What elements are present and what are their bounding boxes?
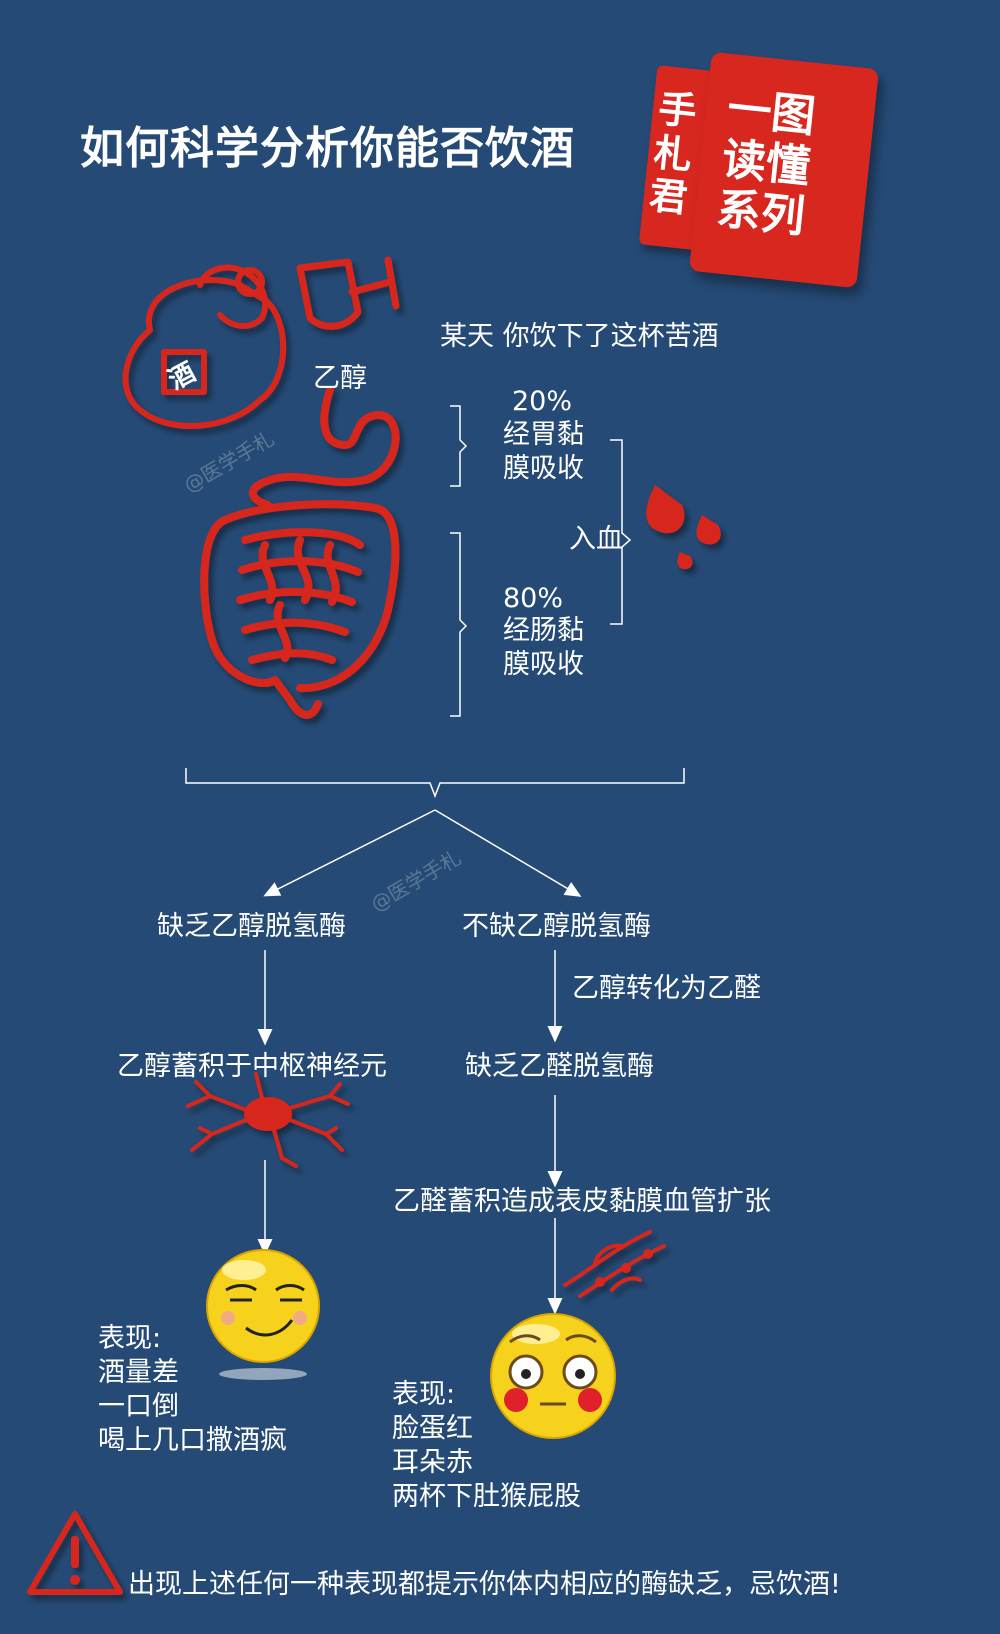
left-branch-step: 乙醇蓄积于中枢神经元 [117,1051,387,1082]
left-branch-title: 缺乏乙醇脱氢酶 [157,911,346,942]
right-branch-step2: 乙醛蓄积造成表皮黏膜血管扩张 [393,1186,771,1217]
warning-footer: 出现上述任何一种表现都提示你体内相应的酶缺乏，忌饮酒! [128,1569,841,1600]
arrow-to-right-branch [434,809,582,897]
stomach-absorption: 经胃黏 膜吸收 [503,419,584,484]
warning-icon [27,1511,123,1595]
intestine-absorption: 经肠黏 膜吸收 [503,615,584,680]
intro-text: 某天 你饮下了这杯苦酒 [440,321,719,352]
right-branch-title: 不缺乙醇脱氢酶 [462,911,651,942]
wine-glass-icon [296,256,400,330]
digestive-tract-icon [200,386,400,719]
page-title: 如何科学分析你能否饮酒 [80,123,575,174]
stomach-percent: 20% [512,386,573,417]
wine-jar-icon [122,264,287,429]
intestine-percent: 80% [503,583,564,614]
blood-label: 入血 [569,524,623,555]
arrow-to-left-branch [263,809,436,897]
right-manifest-items: 脸蛋红 耳朵赤 两杯下肚猴屁股 [392,1413,581,1512]
right-branch-conversion: 乙醇转化为乙醛 [572,973,761,1004]
right-manifest-title: 表现: [392,1379,456,1410]
right-branch-step: 缺乏乙醛脱氢酶 [465,1051,654,1082]
left-manifest-title: 表现: [98,1323,162,1354]
neuron-icon [186,1072,350,1168]
merge-bracket [185,768,685,799]
blood-drops-icon [646,485,721,570]
intestine-bracket [450,532,468,717]
smirk-emoji-icon [206,1249,320,1380]
blood-vessel-icon [563,1230,666,1298]
flushed-emoji-icon [490,1313,616,1439]
blood-bracket [610,439,632,625]
stomach-bracket [450,405,468,487]
ethanol-label: 乙醇 [313,363,367,394]
left-manifest-items: 酒量差 一口倒 喝上几口撒酒疯 [98,1357,287,1456]
